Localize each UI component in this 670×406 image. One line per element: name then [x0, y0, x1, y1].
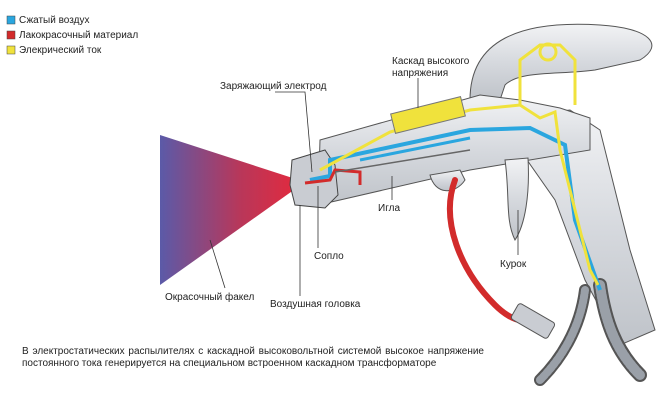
- air-channel-2: [359, 136, 471, 162]
- legend: Сжатый воздух Лакокрасочный материал Эле…: [6, 15, 138, 56]
- label-charging-electrode: Заряжающий электрод: [220, 81, 327, 92]
- legend-item-air: Сжатый воздух: [6, 15, 89, 26]
- label-air-cap: Воздушная головка: [270, 299, 361, 310]
- leader-lines: [209, 78, 519, 296]
- hose-middle-inner: [536, 286, 589, 384]
- hose-right-inner: [595, 280, 645, 380]
- legend-item-paint: Лакокрасочный материал: [6, 30, 138, 41]
- gun-hook: [469, 23, 653, 101]
- legend-label-air: Сжатый воздух: [19, 15, 89, 26]
- paint-hose-fitting: [510, 303, 556, 339]
- label-cascade-line2: напряжения: [392, 68, 448, 79]
- label-needle: Игла: [378, 203, 400, 214]
- caption-text: В электростатических распылителях с каск…: [22, 346, 484, 369]
- label-cascade-line1: Каскад высокого: [392, 56, 470, 67]
- legend-label-current: Элекрический ток: [19, 45, 102, 56]
- needle-line: [334, 149, 471, 173]
- label-trigger: Курок: [500, 259, 527, 270]
- label-spray-torch: Окрасочный факел: [165, 291, 255, 303]
- leader-torch: [209, 239, 226, 289]
- trigger-shape: [504, 157, 529, 241]
- gun-barrel: [317, 94, 591, 206]
- label-nozzle: Сопло: [314, 251, 344, 262]
- cascade-block: [390, 95, 466, 135]
- spray-torch-cone: [160, 135, 305, 285]
- leader-charging-electrode: [275, 91, 313, 173]
- legend-item-current: Элекрический ток: [6, 45, 102, 56]
- current-coil: [538, 42, 558, 62]
- legend-label-paint: Лакокрасочный материал: [19, 30, 138, 41]
- paint-channel: [304, 168, 362, 185]
